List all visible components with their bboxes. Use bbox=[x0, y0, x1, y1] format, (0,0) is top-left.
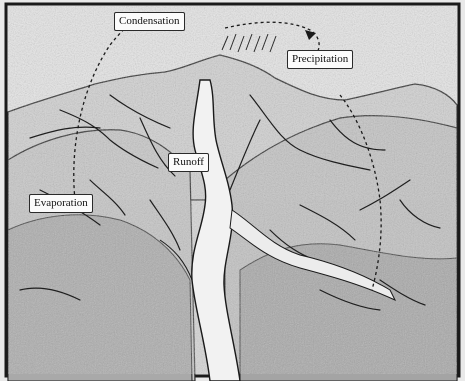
runoff-label: Runoff bbox=[168, 153, 209, 172]
evaporation-label: Evaporation bbox=[29, 194, 93, 213]
precipitation-label: Precipitation bbox=[287, 50, 353, 69]
condensation-label: Condensation bbox=[114, 12, 185, 31]
